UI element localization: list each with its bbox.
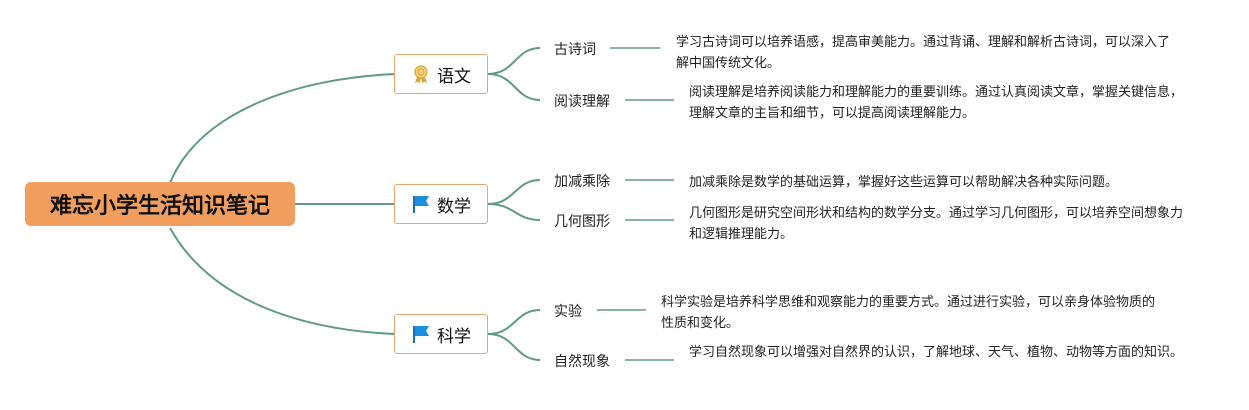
root-node[interactable]: 难忘小学生活知识笔记 — [25, 182, 295, 226]
award-medal-icon — [411, 64, 431, 84]
branch-node-yuwen[interactable]: 语文 — [394, 54, 488, 94]
connector-shuxue-topic1 — [487, 179, 541, 205]
topic-node[interactable]: 古诗词 — [554, 42, 596, 58]
branch-label: 数学 — [437, 196, 471, 217]
topic-node[interactable]: 加减乘除 — [554, 174, 610, 190]
topic-note: 阅读理解是培养阅读能力和理解能力的重要训练。通过认真阅读文章，掌握关键信息，理解… — [689, 85, 1184, 121]
flag-icon — [411, 324, 431, 344]
root-title: 难忘小学生活知识笔记 — [49, 194, 270, 219]
topic-note: 几何图形是研究空间形状和结构的数学分支。通过学习几何图形，可以培养空间想象力和逻… — [689, 206, 1184, 242]
topic-node[interactable]: 阅读理解 — [554, 94, 610, 110]
branch-node-shuxue[interactable]: 数学 — [394, 184, 488, 224]
topic-note: 学习古诗词可以培养语感，提高审美能力。通过背诵、理解和解析古诗词，可以深入了解中… — [676, 35, 1171, 71]
connector-yuwen-topic1 — [487, 47, 541, 75]
topic-note: 学习自然现象可以增强对自然界的认识，了解地球、天气、植物、动物等方面的知识。 — [689, 345, 1184, 360]
topic-node[interactable]: 自然现象 — [554, 354, 610, 370]
connector-root-kexue — [169, 227, 396, 335]
branch-label: 科学 — [437, 326, 471, 347]
connector-kexue-topic1 — [487, 309, 541, 335]
connector-shuxue-topic2 — [487, 203, 541, 221]
topic-note: 科学实验是培养科学思维和观察能力的重要方式。通过进行实验，可以亲身体验物质的性质… — [661, 295, 1156, 331]
branch-label: 语文 — [437, 66, 471, 87]
connector-root-yuwen — [169, 73, 396, 184]
flag-icon — [411, 194, 431, 214]
branch-node-kexue[interactable]: 科学 — [394, 314, 488, 354]
topic-node[interactable]: 实验 — [554, 304, 582, 320]
connector-yuwen-topic2 — [487, 73, 541, 101]
connector-kexue-topic2 — [487, 333, 541, 361]
topic-note: 加减乘除是数学的基础运算，掌握好这些运算可以帮助解决各种实际问题。 — [689, 175, 1119, 190]
topic-node[interactable]: 几何图形 — [554, 214, 610, 230]
